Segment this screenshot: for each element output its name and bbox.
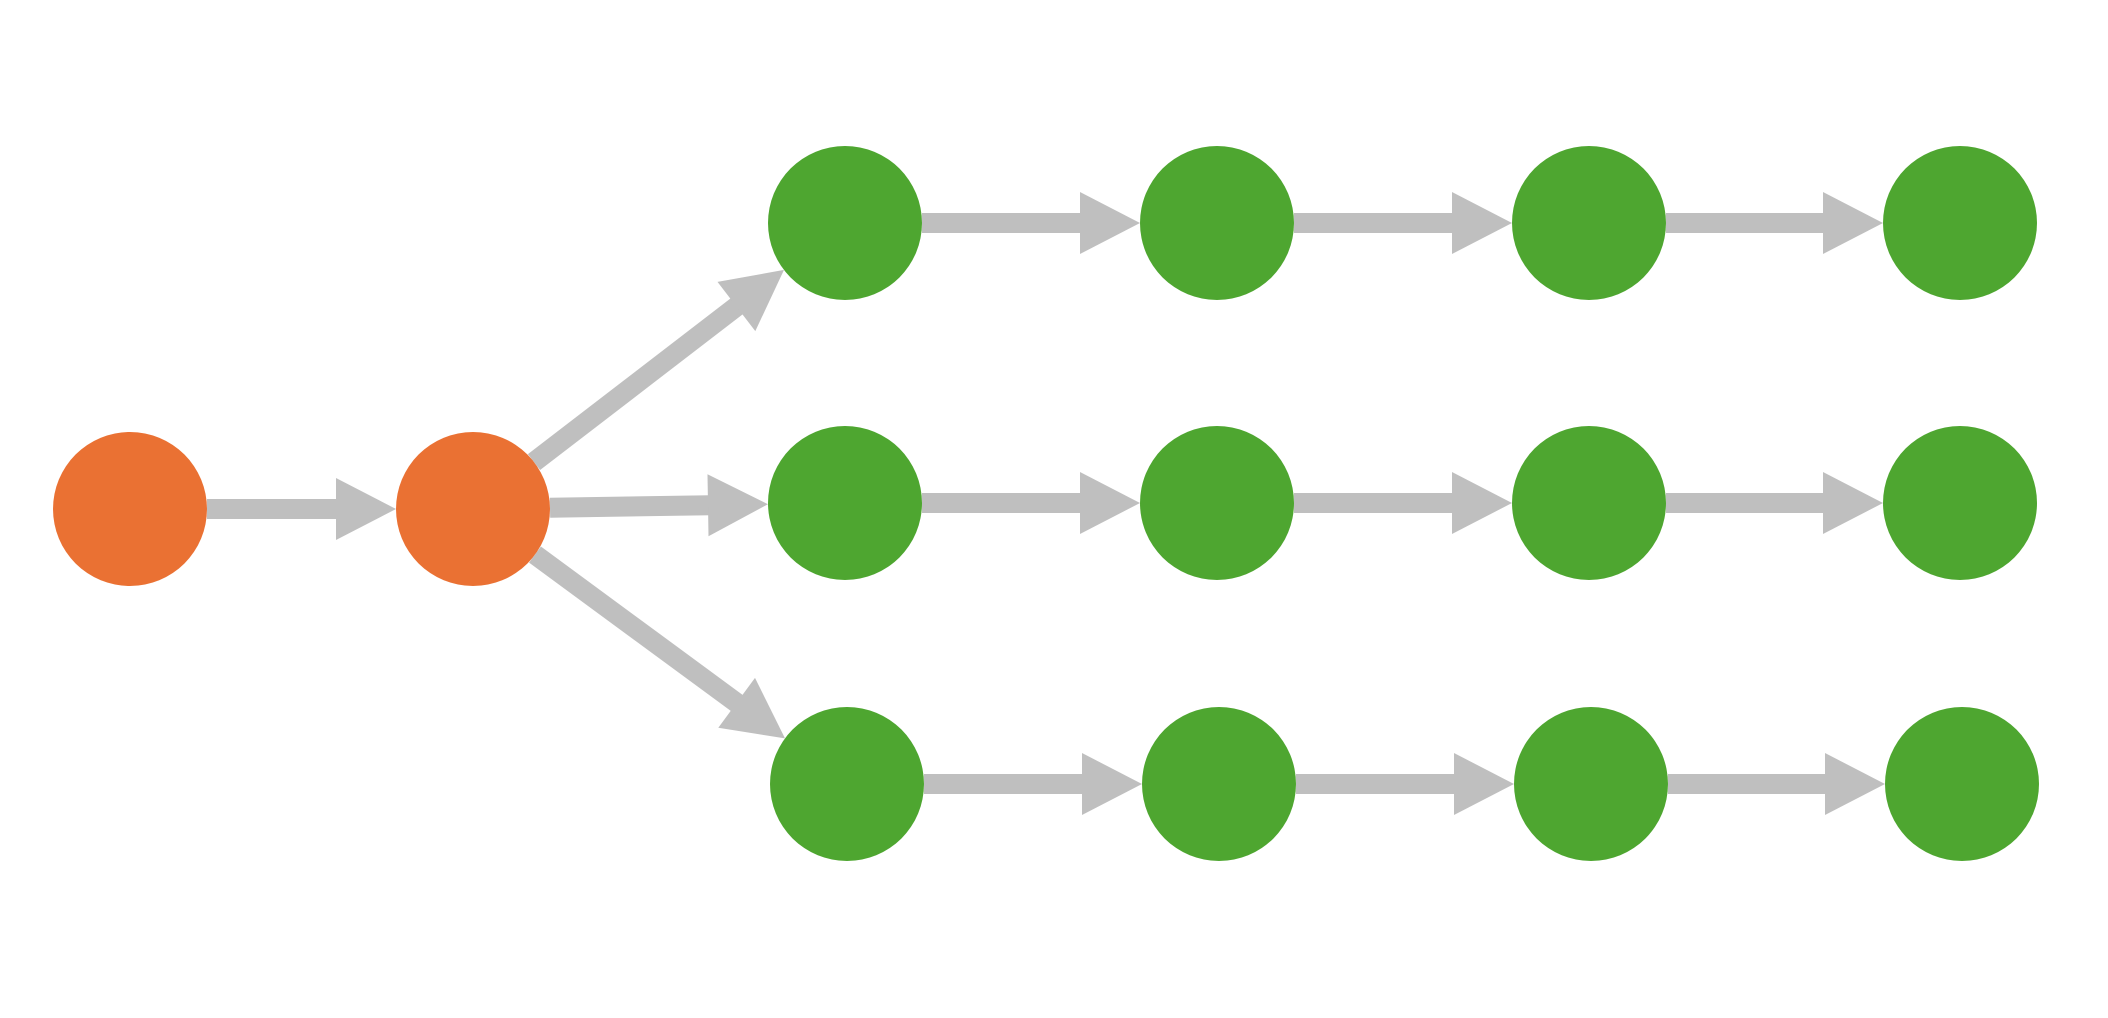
leaf-node-b1 [768,426,922,580]
arrowhead-icon [1452,192,1512,254]
leaf-node-c1 [770,707,924,861]
arrowhead-icon [718,677,785,739]
edge-shaft [549,495,711,518]
edge-arrow-a2-to-a3 [1294,192,1512,254]
edge-arrow-c2-to-c3 [1296,753,1514,815]
arrowhead-icon [1082,753,1142,815]
leaf-node-a2 [1140,146,1294,300]
edge-arrow-b2-to-b3 [1294,472,1512,534]
root-node-n0 [53,432,207,586]
arrowhead-icon [1080,472,1140,534]
edge-arrow-c3-to-c4 [1668,753,1885,815]
arrowhead-icon [1823,192,1883,254]
edge-arrow-a3-to-a4 [1666,192,1883,254]
arrowhead-icon [1454,753,1514,815]
arrowhead-icon [336,478,396,540]
arrowhead-icon [1823,472,1883,534]
arrowhead-icon [717,269,784,332]
nodes-layer [53,146,2039,861]
leaf-node-b3 [1512,426,1666,580]
edge-arrow-c1-to-c2 [924,753,1142,815]
root-node-n1 [396,432,550,586]
leaf-node-b2 [1140,426,1294,580]
edge-arrow-b1-to-b2 [922,472,1140,534]
leaf-node-a1 [768,146,922,300]
arrowhead-icon [1080,192,1140,254]
edge-arrow-n0-to-n1 [207,478,396,540]
leaf-node-a3 [1512,146,1666,300]
edges-layer [207,192,1885,815]
leaf-node-c2 [1142,707,1296,861]
edge-shaft [529,546,745,713]
edge-arrow-n1-to-c1 [529,546,785,739]
arrowhead-icon [1452,472,1512,534]
edge-arrow-n1-to-a1 [527,269,784,471]
edge-arrow-b3-to-b4 [1666,472,1883,534]
arrowhead-icon [1825,753,1885,815]
edge-arrow-n1-to-b1 [549,474,768,537]
leaf-node-b4 [1883,426,2037,580]
arrowhead-icon [707,474,768,537]
edge-shaft [527,297,745,471]
edge-arrow-a1-to-a2 [922,192,1140,254]
leaf-node-c4 [1885,707,2039,861]
leaf-node-c3 [1514,707,1668,861]
leaf-node-a4 [1883,146,2037,300]
